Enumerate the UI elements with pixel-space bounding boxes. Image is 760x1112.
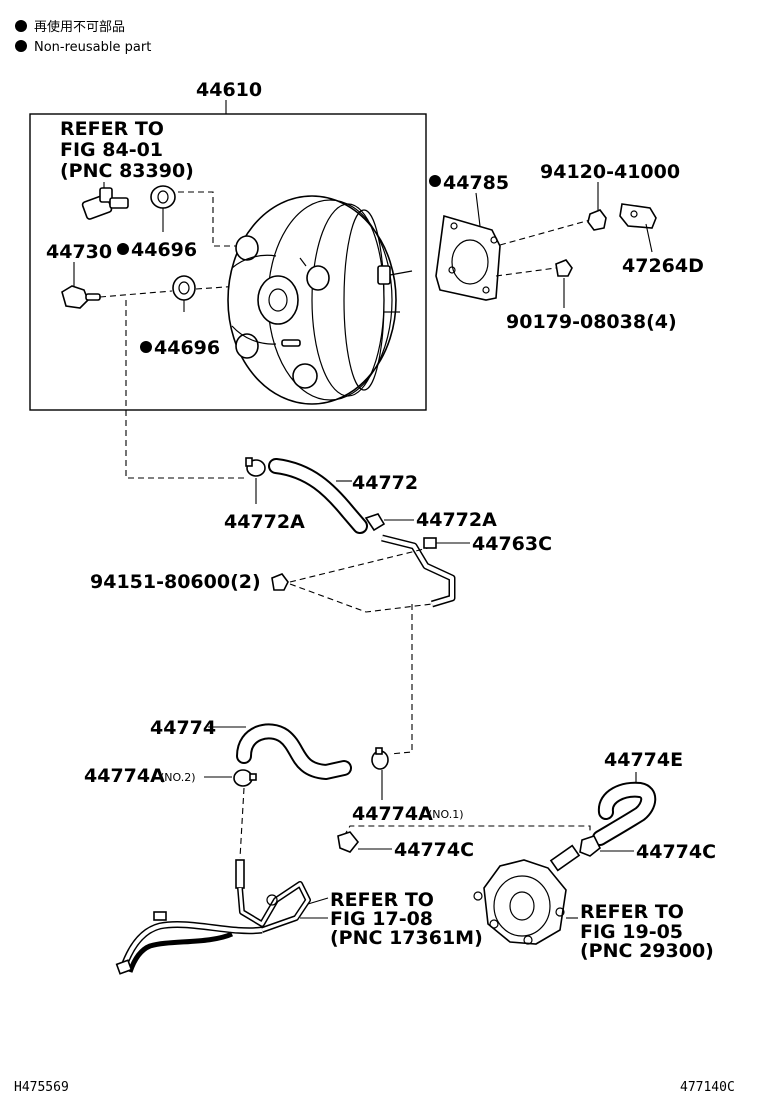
legend-bullet-en-icon: [15, 40, 27, 52]
label-44772[interactable]: 44772: [352, 472, 418, 494]
brake-booster-part: [227, 195, 413, 405]
label-no1: (NO.1): [428, 808, 464, 821]
hose-44772-part: [268, 458, 368, 534]
refer-a-line2[interactable]: FIG 84-01: [60, 139, 163, 161]
refer-c-line1[interactable]: REFER TO: [580, 901, 684, 923]
clamp-44774c-right-part: [579, 835, 602, 857]
label-94151-80600[interactable]: 94151-80600(2): [90, 571, 261, 593]
refer-c-line2[interactable]: FIG 19-05: [580, 921, 683, 943]
label-44772a-upper[interactable]: 44772A: [224, 511, 305, 533]
label-44774a-no2[interactable]: 44774A: [84, 765, 165, 787]
label-44610[interactable]: 44610: [196, 79, 262, 101]
vacuum-pipe-assembly-part: [115, 859, 311, 975]
label-44774c-right[interactable]: 44774C: [636, 841, 716, 863]
vacuum-pump-part: [473, 844, 581, 945]
clamp-44774a-no1-part: [371, 747, 389, 770]
label-no2: (NO.2): [160, 771, 196, 784]
gasket-44785-part: [435, 214, 501, 301]
refer-b-line3[interactable]: (PNC 17361M): [330, 927, 483, 949]
label-44772a-lower[interactable]: 44772A: [416, 509, 497, 531]
label-90179-08038[interactable]: 90179-08038(4): [506, 311, 677, 333]
clamp-44772a-lower-part: [364, 513, 386, 532]
check-valve-44730-part: [61, 285, 101, 309]
label-44696-lower[interactable]: 44696: [154, 337, 220, 359]
grommet-44696-lower-part: [172, 275, 196, 312]
refer-a-line3[interactable]: (PNC 83390): [60, 160, 194, 182]
non-reusable-44696a-icon: [117, 243, 129, 255]
non-reusable-44696b-icon: [140, 341, 152, 353]
hose-44774-part: [236, 723, 352, 781]
non-reusable-44785-icon: [429, 175, 441, 187]
refer-c-line3[interactable]: (PNC 29300): [580, 940, 714, 962]
nut-94120-part: [587, 209, 607, 231]
label-94120-41000[interactable]: 94120-41000: [540, 161, 680, 183]
nut-90179-part: [555, 259, 573, 277]
label-44730[interactable]: 44730: [46, 241, 112, 263]
legend-jp: 再使用不可部品: [34, 19, 125, 35]
label-44774e[interactable]: 44774E: [604, 749, 683, 771]
label-44696-upper[interactable]: 44696: [131, 239, 197, 261]
grommet-44696-upper-part: [150, 185, 176, 232]
bolt-94151-part: [271, 573, 289, 591]
label-44774[interactable]: 44774: [150, 717, 216, 739]
label-44774c-left[interactable]: 44774C: [394, 839, 474, 861]
hose-44774e-part: [592, 781, 657, 846]
vacuum-sensor-part: [81, 182, 129, 220]
footer-right-code: 477140C: [680, 1080, 735, 1095]
clamp-44774a-no2-part: [233, 769, 257, 787]
refer-b-line1[interactable]: REFER TO: [330, 889, 434, 911]
refer-b-line2[interactable]: FIG 17-08: [330, 908, 433, 930]
legend-en: Non-reusable part: [34, 40, 151, 55]
pipe-44763c-part: [381, 534, 456, 608]
assembly-box-44610: [29, 113, 427, 411]
clamp-44772a-upper-part: [245, 457, 266, 477]
label-44774a-no1[interactable]: 44774A: [352, 803, 433, 825]
legend-bullet-jp-icon: [15, 20, 27, 32]
label-44785[interactable]: 44785: [443, 172, 509, 194]
refer-a-line1[interactable]: REFER TO: [60, 118, 164, 140]
label-47264d[interactable]: 47264D: [622, 255, 704, 277]
label-44763c[interactable]: 44763C: [472, 533, 552, 555]
footer-left-code: H475569: [14, 1080, 69, 1095]
bracket-47264d-part: [619, 203, 657, 229]
clamp-44774c-left-part: [337, 831, 360, 853]
